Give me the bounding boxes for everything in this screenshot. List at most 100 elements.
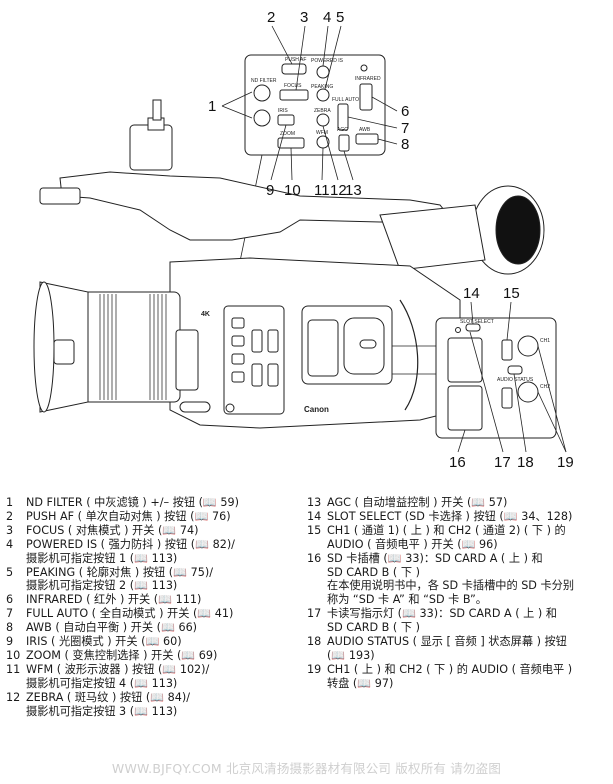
legend-entry-line: PEAKING ( 轮廓对焦 ) 按钮 (📖 75)/ <box>26 565 213 579</box>
powered-is-label: POWERED IS <box>311 58 344 64</box>
legend-entry-number: 9 <box>6 635 14 649</box>
legend-entry-line: 卡读写指示灯 (📖 33)：SD CARD A ( 上 ) 和 <box>327 607 557 621</box>
legend-entry-line: 称为 “SD 卡 A” 和 “SD 卡 B”。 <box>327 593 487 607</box>
ch2-label: CH2 <box>540 384 550 390</box>
callout-18: 18 <box>517 454 534 471</box>
callout-4: 4 <box>323 9 331 26</box>
push-af-label: PUSH AF <box>285 57 306 63</box>
legend-entry-text: FOCUS ( 对焦模式 ) 开关 (📖 74) <box>26 524 306 538</box>
focus-switch[interactable] <box>279 89 309 101</box>
callout-9: 9 <box>266 182 274 199</box>
legend-entry-line: 摄影机可指定按钮 1 (📖 113) <box>26 551 178 565</box>
legend-entry-number: 15 <box>307 523 322 537</box>
legend-entry-number: 7 <box>6 607 14 621</box>
agc-label: AGC <box>337 127 348 133</box>
legend-entry-number: 11 <box>6 662 21 676</box>
legend-entry-line: ND FILTER ( 中灰滤镜 ) +/– 按钮 (📖 59) <box>26 496 240 509</box>
legend-entry-line: (📖 193) <box>327 648 375 662</box>
callout-17: 17 <box>494 454 511 471</box>
legend-entry-line: PUSH AF ( 单次自动对焦 ) 按钮 (📖 76) <box>26 509 231 523</box>
legend-entry: 12 ZEBRA ( 斑马纹 ) 按钮 (📖 84)/摄影机可指定按钮 3 (📖 … <box>6 691 306 719</box>
callout-5: 5 <box>336 9 344 26</box>
legend-entry-text: AGC ( 自动增益控制 ) 开关 (📖 57) <box>327 496 612 510</box>
zebra-label: ZEBRA <box>314 108 331 114</box>
callout-12: 12 <box>330 182 347 199</box>
callout-2: 2 <box>267 9 275 26</box>
nd-filter-label: ND FILTER <box>251 78 277 84</box>
legend-entry: 2 PUSH AF ( 单次自动对焦 ) 按钮 (📖 76) <box>6 510 306 524</box>
legend-entry-line: 摄影机可指定按钮 4 (📖 113) <box>26 676 178 690</box>
ch1-label: CH1 <box>540 338 550 344</box>
peaking-button[interactable] <box>316 88 330 102</box>
legend-entry: 1 ND FILTER ( 中灰滤镜 ) +/– 按钮 (📖 59) <box>6 496 306 510</box>
watermark: WWW.BJFQY.COM 北京风清扬摄影器材有限公司 版权所有 请勿盗图 <box>111 761 502 776</box>
push-af-button[interactable] <box>281 63 307 75</box>
legend-entry-line: 摄影机可指定按钮 2 (📖 113) <box>26 579 178 593</box>
callout-8: 8 <box>401 136 409 153</box>
legend-entry-number: 12 <box>6 690 21 704</box>
legend-entry-line: INFRARED ( 红外 ) 开关 (📖 111) <box>26 593 202 607</box>
audio-level-switch-ch2[interactable] <box>501 387 513 409</box>
callout-3: 3 <box>300 9 308 26</box>
legend-entry-text: PUSH AF ( 单次自动对焦 ) 按钮 (📖 76) <box>26 510 306 524</box>
wfm-label: WFM <box>316 130 328 136</box>
legend-entry-line: POWERED IS ( 强力防抖 ) 按钮 (📖 82)/ <box>26 537 235 551</box>
top-control-panel <box>244 54 386 156</box>
legend-entry-line: 摄影机可指定按钮 3 (📖 113) <box>26 704 178 718</box>
legend-entry: 13 AGC ( 自动增益控制 ) 开关 (📖 57) <box>307 496 612 510</box>
legend-entry-line: WFM ( 波形示波器 ) 按钮 (📖 102)/ <box>26 662 210 676</box>
legend-entry-text: AUDIO STATUS ( 显示 [ 音频 ] 状态屏幕 ) 按钮(📖 193… <box>327 635 612 663</box>
callout-10: 10 <box>284 182 301 199</box>
legend-entry: 11 WFM ( 波形示波器 ) 按钮 (📖 102)/摄影机可指定按钮 4 (📖… <box>6 663 306 691</box>
legend-entry-line: CH1 ( 通道 1) ( 上 ) 和 CH2 ( 通道 2) ( 下 ) 的 <box>327 523 566 537</box>
full-auto-label: FULL AUTO <box>332 97 359 103</box>
iris-label: IRIS <box>278 108 288 114</box>
legend-entry-text: IRIS ( 光圈模式 ) 开关 (📖 60) <box>26 635 306 649</box>
legend-entry-text: SLOT SELECT (SD 卡选择 ) 按钮 (📖 34、128) <box>327 510 612 524</box>
legend-entry-number: 13 <box>307 496 322 509</box>
callout-15: 15 <box>503 285 520 302</box>
slot-select-label: SLOT SELECT <box>460 319 494 325</box>
legend-entry-line: FOCUS ( 对焦模式 ) 开关 (📖 74) <box>26 523 199 537</box>
badge-4k: 4K <box>201 311 210 318</box>
focus-label: FOCUS <box>284 83 302 89</box>
legend-left-column: 1 ND FILTER ( 中灰滤镜 ) +/– 按钮 (📖 59) 2 PUSH A… <box>6 496 306 719</box>
peaking-label: PEAKING <box>311 84 333 90</box>
brand-logo: Canon <box>304 405 329 414</box>
audio-status-button[interactable] <box>507 365 523 375</box>
legend-entry-text: ZEBRA ( 斑马纹 ) 按钮 (📖 84)/摄影机可指定按钮 3 (📖 11… <box>26 691 306 719</box>
audio-status-label: AUDIO STATUS <box>497 377 534 383</box>
callout-6: 6 <box>401 103 409 120</box>
legend-entry-number: 2 <box>6 509 14 523</box>
legend-entry-text: POWERED IS ( 强力防抖 ) 按钮 (📖 82)/摄影机可指定按钮 1… <box>26 538 306 566</box>
legend-entry-line: ZEBRA ( 斑马纹 ) 按钮 (📖 84)/ <box>26 690 191 704</box>
infrared-label: INFRARED <box>355 76 381 82</box>
legend-entry-line: AUDIO STATUS ( 显示 [ 音频 ] 状态屏幕 ) 按钮 <box>327 635 567 649</box>
nd-filter-minus-button[interactable] <box>253 109 271 127</box>
legend-entry-line: ZOOM ( 变焦控制选择 ) 开关 (📖 69) <box>26 648 218 662</box>
legend-entry-number: 6 <box>6 593 14 607</box>
callout-13: 13 <box>345 182 362 199</box>
zoom-label: ZOOM <box>280 131 295 137</box>
legend-entry-line: 在本使用说明书中，各 SD 卡插槽中的 SD 卡分别 <box>327 579 575 593</box>
legend-entry-line: SLOT SELECT (SD 卡选择 ) 按钮 (📖 34、128) <box>327 509 573 523</box>
legend-entry-line: SD CARD B ( 下 ) <box>327 621 420 635</box>
legend-entry-line: SD CARD B ( 下 ) <box>327 565 420 579</box>
legend-entry-number: 4 <box>6 537 14 551</box>
legend-entry: 9 IRIS ( 光圈模式 ) 开关 (📖 60) <box>6 635 306 649</box>
callout-19: 19 <box>557 454 574 471</box>
callout-14: 14 <box>463 285 480 302</box>
legend-entry-number: 19 <box>307 662 322 676</box>
nd-filter-plus-button[interactable] <box>253 84 271 102</box>
legend-entry-number: 1 <box>6 496 14 509</box>
sd-card-slot-a[interactable] <box>447 337 483 383</box>
